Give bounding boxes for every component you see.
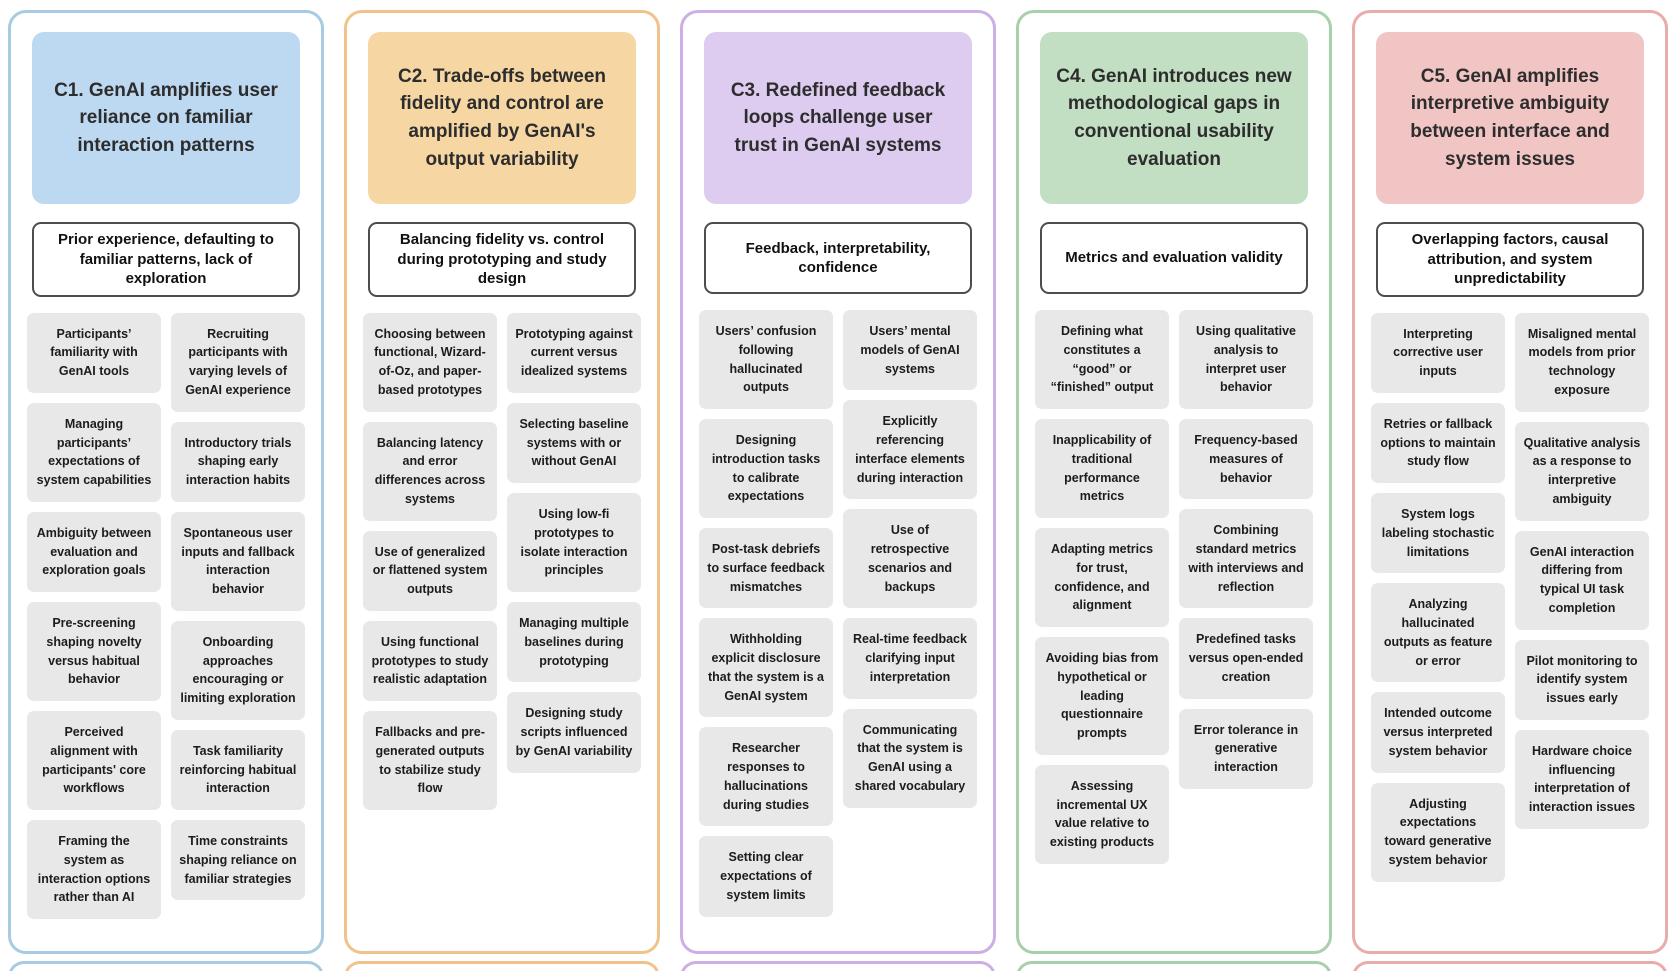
notes-subcolumn-right: Recruiting participants with varying lev… <box>171 312 305 901</box>
sticky-note: Defining what constitutes a “good” or “f… <box>1035 310 1169 409</box>
sticky-note: Intended outcome versus interpreted syst… <box>1371 692 1505 773</box>
sticky-note: Error tolerance in generative interactio… <box>1179 708 1313 789</box>
sticky-note: Framing the system as interaction option… <box>27 820 161 919</box>
sticky-note: Adapting metrics for trust, confidence, … <box>1035 528 1169 627</box>
cluster-title-c4: C4. GenAI introduces new methodological … <box>1040 32 1308 204</box>
sticky-note: Onboarding approaches encouraging or lim… <box>171 620 305 720</box>
sticky-note: Designing introduction tasks to calibrat… <box>699 419 833 518</box>
notes-subcolumn-left: Choosing between functional, Wizard-of-O… <box>363 312 497 810</box>
cluster-column-c1: C1. GenAI amplifies user reliance on fam… <box>8 10 324 954</box>
cluster-title-c1: C1. GenAI amplifies user reliance on fam… <box>32 32 300 204</box>
sticky-note: Use of generalized or flattened system o… <box>363 530 497 611</box>
sticky-note: Perceived alignment with participants' c… <box>27 711 161 810</box>
sticky-note: Pilot monitoring to identify system issu… <box>1515 639 1649 720</box>
sticky-note: Balancing latency and error differences … <box>363 421 497 521</box>
sticky-note: Communicating that the system is GenAI u… <box>843 708 977 808</box>
cluster-subtitle-c2: Balancing fidelity vs. control during pr… <box>368 222 636 297</box>
sticky-note: Managing multiple baselines during proto… <box>507 602 641 683</box>
next-row-container-top <box>8 961 324 971</box>
sticky-note: Combining standard metrics with intervie… <box>1179 509 1313 609</box>
sticky-note: Introductory trials shaping early intera… <box>171 421 305 502</box>
next-row-container-top <box>1352 961 1668 971</box>
sticky-note: Using low-fi prototypes to isolate inter… <box>507 493 641 592</box>
notes-subcolumn-left: Participants’ familiarity with GenAI too… <box>27 312 161 919</box>
sticky-note: Users’ mental models of GenAI systems <box>843 310 977 391</box>
next-row-container-top <box>680 961 996 971</box>
sticky-note: Fallbacks and pre-generated outputs to s… <box>363 711 497 810</box>
sticky-notes-grid-c3: Users’ confusion following hallucinated … <box>698 310 978 917</box>
sticky-note: Assessing incremental UX value relative … <box>1035 764 1169 864</box>
sticky-note: Post-task debriefs to surface feedback m… <box>699 528 833 609</box>
next-row-stubs <box>0 954 1676 971</box>
sticky-notes-grid-c4: Defining what constitutes a “good” or “f… <box>1034 310 1314 864</box>
sticky-note: Researcher responses to hallucinations d… <box>699 727 833 827</box>
sticky-note: Choosing between functional, Wizard-of-O… <box>363 312 497 412</box>
sticky-note: Ambiguity between evaluation and explora… <box>27 511 161 592</box>
cluster-column-c4: C4. GenAI introduces new methodological … <box>1016 10 1332 954</box>
sticky-note: Users’ confusion following hallucinated … <box>699 310 833 409</box>
sticky-note: Avoiding bias from hypothetical or leadi… <box>1035 637 1169 755</box>
sticky-note: Use of retrospective scenarios and backu… <box>843 509 977 609</box>
sticky-note: Predefined tasks versus open-ended creat… <box>1179 618 1313 699</box>
cluster-column-c3: C3. Redefined feedback loops challenge u… <box>680 10 996 954</box>
sticky-note: Hardware choice influencing interpretati… <box>1515 729 1649 829</box>
sticky-note: Interpreting corrective user inputs <box>1371 312 1505 393</box>
sticky-note: Qualitative analysis as a response to in… <box>1515 421 1649 521</box>
sticky-note: Selecting baseline systems with or witho… <box>507 402 641 483</box>
sticky-note: Inapplicability of traditional performan… <box>1035 419 1169 518</box>
notes-subcolumn-right: Using qualitative analysis to interpret … <box>1179 310 1313 789</box>
sticky-note: Withholding explicit disclosure that the… <box>699 618 833 718</box>
sticky-note: Frequency-based measures of behavior <box>1179 419 1313 500</box>
sticky-note: Participants’ familiarity with GenAI too… <box>27 312 161 393</box>
sticky-note: Managing participants’ expectations of s… <box>27 402 161 502</box>
sticky-note: Time constraints shaping reliance on fam… <box>171 820 305 901</box>
notes-subcolumn-right: Misaligned mental models from prior tech… <box>1515 312 1649 829</box>
cluster-column-c5: C5. GenAI amplifies interpretive ambigui… <box>1352 10 1668 954</box>
sticky-notes-grid-c1: Participants’ familiarity with GenAI too… <box>26 312 306 919</box>
sticky-note: GenAI interaction differing from typical… <box>1515 530 1649 630</box>
sticky-note: Using functional prototypes to study rea… <box>363 620 497 701</box>
notes-subcolumn-right: Prototyping against current versus ideal… <box>507 312 641 773</box>
sticky-note: System logs labeling stochastic limitati… <box>1371 493 1505 574</box>
sticky-note: Using qualitative analysis to interpret … <box>1179 310 1313 409</box>
cluster-column-c2: C2. Trade-offs between fidelity and cont… <box>344 10 660 954</box>
sticky-note: Setting clear expectations of system lim… <box>699 836 833 917</box>
cluster-subtitle-c1: Prior experience, defaulting to familiar… <box>32 222 300 297</box>
sticky-note: Misaligned mental models from prior tech… <box>1515 312 1649 412</box>
cluster-title-c5: C5. GenAI amplifies interpretive ambigui… <box>1376 32 1644 204</box>
notes-subcolumn-left: Users’ confusion following hallucinated … <box>699 310 833 917</box>
sticky-note: Retries or fallback options to maintain … <box>1371 402 1505 483</box>
sticky-note: Pre-screening shaping novelty versus hab… <box>27 602 161 701</box>
cluster-title-c3: C3. Redefined feedback loops challenge u… <box>704 32 972 204</box>
cluster-subtitle-c3: Feedback, interpretability, confidence <box>704 222 972 294</box>
sticky-note: Recruiting participants with varying lev… <box>171 312 305 412</box>
cluster-title-c2: C2. Trade-offs between fidelity and cont… <box>368 32 636 204</box>
sticky-note: Real-time feedback clarifying input inte… <box>843 618 977 699</box>
sticky-note: Analyzing hallucinated outputs as featur… <box>1371 583 1505 683</box>
sticky-note: Prototyping against current versus ideal… <box>507 312 641 393</box>
sticky-note: Explicitly referencing interface element… <box>843 400 977 500</box>
next-row-container-top <box>1016 961 1332 971</box>
sticky-note: Adjusting expectations toward generative… <box>1371 782 1505 882</box>
cluster-subtitle-c5: Overlapping factors, causal attribution,… <box>1376 222 1644 297</box>
sticky-notes-grid-c2: Choosing between functional, Wizard-of-O… <box>362 312 642 810</box>
sticky-note: Task familiarity reinforcing habitual in… <box>171 729 305 810</box>
next-row-container-top <box>344 961 660 971</box>
sticky-note: Spontaneous user inputs and fallback int… <box>171 511 305 611</box>
cluster-subtitle-c4: Metrics and evaluation validity <box>1040 222 1308 294</box>
sticky-note: Designing study scripts influenced by Ge… <box>507 692 641 773</box>
notes-subcolumn-left: Defining what constitutes a “good” or “f… <box>1035 310 1169 864</box>
